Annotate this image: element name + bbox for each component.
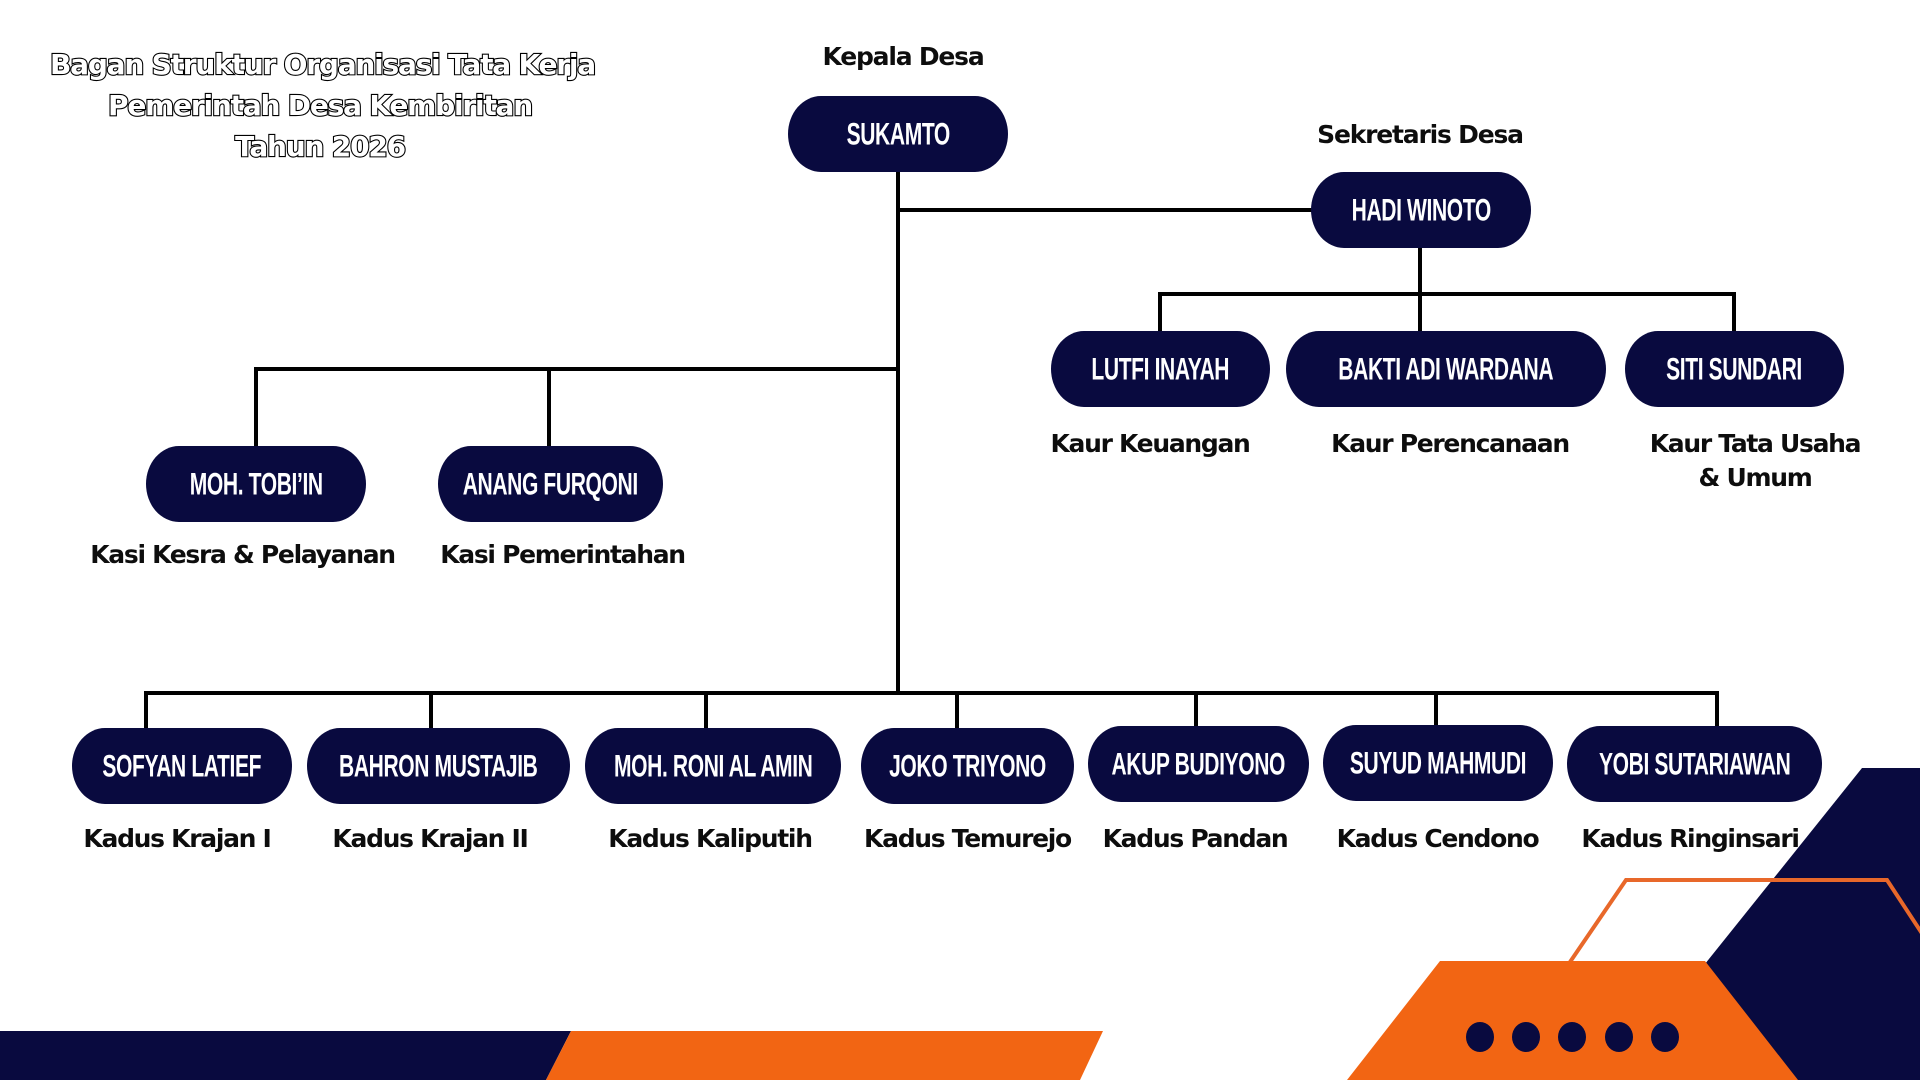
kadus-role: Kadus Cendono (1336, 824, 1540, 853)
corner-orange-outline (1568, 878, 1920, 964)
kaur-name: BAKTI ADI WARDANA (1338, 351, 1554, 386)
kadus-node-6[interactable]: SUYUD MAHMUDI (1323, 725, 1553, 801)
kadus-role: Kadus Ringinsari (1581, 824, 1800, 853)
kadus-name: SOFYAN LATIEF (102, 748, 262, 783)
kaur-node-1[interactable]: LUTFI INAYAH (1051, 331, 1270, 407)
kadus-node-2[interactable]: BAHRON MUSTAJIB (307, 728, 570, 804)
dot-icon (1651, 1022, 1679, 1052)
kadus-role: Kadus Temurejo (864, 824, 1072, 853)
kasi-node-1[interactable]: MOH. TOBI’IN (146, 446, 366, 522)
head-node[interactable]: SUKAMTO (788, 96, 1008, 172)
kaur-role-line-2: & Umum (1698, 463, 1813, 492)
kadus-node-4[interactable]: JOKO TRIYONO (861, 728, 1074, 804)
secretary-node[interactable]: HADI WINOTO (1311, 172, 1531, 248)
kadus-name: SUYUD MAHMUDI (1349, 745, 1527, 780)
kasi-name: MOH. TOBI’IN (189, 466, 323, 501)
kadus-role: Kadus Krajan I (83, 824, 271, 853)
kaur-name: LUTFI INAYAH (1091, 351, 1230, 386)
kadus-name: MOH. RONI AL AMIN (613, 748, 813, 783)
chart-title-line-3: Tahun 2026 (234, 129, 407, 164)
secretary-name: HADI WINOTO (1351, 192, 1491, 227)
kadus-node-1[interactable]: SOFYAN LATIEF (72, 728, 292, 804)
chart-title-line-2: Pemerintah Desa Kembiritan (107, 88, 534, 123)
bottom-bar-orange (546, 1031, 1103, 1080)
head-name: SUKAMTO (846, 116, 950, 151)
bottom-bar-navy (0, 1031, 571, 1080)
chart-title: Bagan Struktur Organisasi Tata Kerja Pem… (49, 44, 597, 167)
secretary-heading: Sekretaris Desa (1317, 120, 1524, 149)
kaur-role: Kaur Keuangan (1050, 429, 1250, 458)
dot-icon (1512, 1022, 1540, 1052)
kadus-node-5[interactable]: AKUP BUDIYONO (1088, 726, 1309, 802)
kasi-node-2[interactable]: ANANG FURQONI (438, 446, 663, 522)
kaur-node-2[interactable]: BAKTI ADI WARDANA (1286, 331, 1606, 407)
kadus-role: Kadus Pandan (1102, 824, 1289, 853)
corner-orange-trapezoid (1347, 961, 1798, 1080)
head-heading: Kepala Desa (822, 42, 984, 71)
kaur-role: Kaur Tata Usaha & Umum (1620, 427, 1890, 495)
kasi-role: Kasi Kesra & Pelayanan (90, 540, 396, 569)
kasi-role: Kasi Pemerintahan (440, 540, 686, 569)
kaur-role: Kaur Perencanaan (1331, 429, 1570, 458)
chart-title-line-1: Bagan Struktur Organisasi Tata Kerja (49, 47, 597, 82)
kadus-role: Kadus Krajan II (332, 824, 528, 853)
kasi-name: ANANG FURQONI (462, 466, 639, 501)
kadus-node-3[interactable]: MOH. RONI AL AMIN (585, 728, 841, 804)
kadus-name: YOBI SUTARIAWAN (1598, 746, 1791, 781)
kaur-node-3[interactable]: SITI SUNDARI (1625, 331, 1844, 407)
kadus-name: AKUP BUDIYONO (1111, 746, 1286, 781)
dot-icon (1558, 1022, 1586, 1052)
kaur-role-line-1: Kaur Tata Usaha (1649, 429, 1862, 458)
kaur-name: SITI SUNDARI (1666, 351, 1803, 386)
kadus-name: BAHRON MUSTAJIB (339, 748, 538, 783)
kadus-name: JOKO TRIYONO (889, 748, 1046, 783)
kadus-node-7[interactable]: YOBI SUTARIAWAN (1567, 726, 1822, 802)
dot-icon (1466, 1022, 1494, 1052)
kadus-role: Kadus Kaliputih (608, 824, 813, 853)
dot-icon (1605, 1022, 1633, 1052)
